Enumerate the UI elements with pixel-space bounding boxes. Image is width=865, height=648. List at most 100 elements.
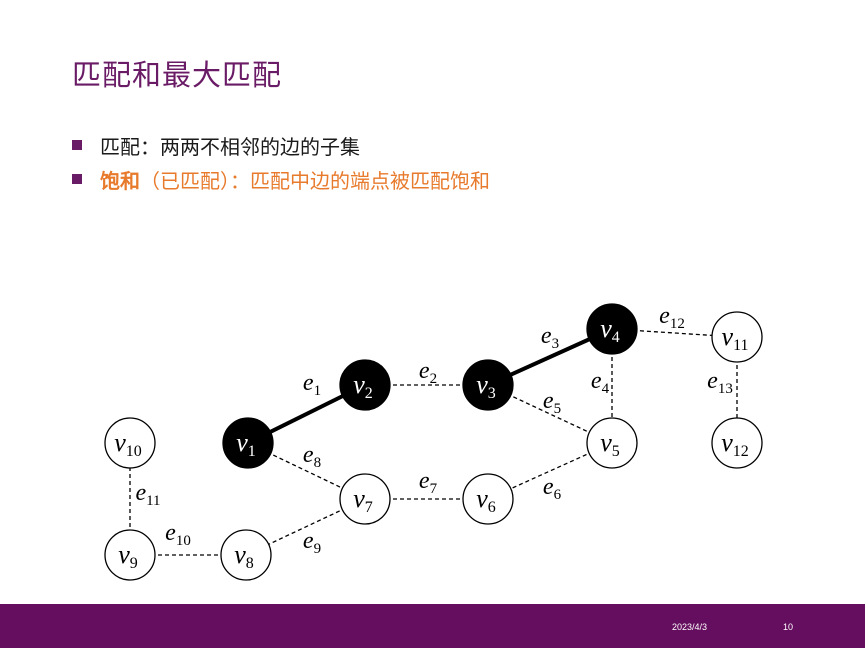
edge-label-base: e — [591, 368, 602, 394]
vertex-v10: v10 — [104, 417, 156, 469]
edge-label-e3: e3 — [541, 323, 559, 352]
bullet-saturated: 饱和 （已匹配）：匹配中边的端点被匹配饱和 — [72, 162, 490, 196]
vertex-label: v5 — [600, 428, 620, 460]
edge-label-e2: e2 — [419, 358, 437, 387]
edge-label-sub: 10 — [176, 533, 191, 549]
footer-bar: 2023/4/3 10 — [0, 604, 865, 648]
vertex-circle — [586, 303, 638, 355]
vertex-v2: v2 — [339, 359, 391, 411]
vertex-v8: v8 — [220, 529, 272, 581]
bullet-square-icon — [72, 174, 82, 184]
vertex-label: v4 — [600, 314, 620, 346]
vertex-v3: v3 — [462, 359, 514, 411]
vertex-label-base: v — [118, 540, 130, 569]
vertex-circle — [586, 417, 638, 469]
vertex-label-base: v — [114, 428, 126, 457]
edge-label-sub: 13 — [718, 381, 733, 397]
vertex-circle — [104, 529, 156, 581]
bullet-list: 匹配：两两不相邻的边的子集 饱和 （已匹配）：匹配中边的端点被匹配饱和 — [72, 128, 490, 196]
vertex-v12: v12 — [711, 417, 763, 469]
vertex-label-sub: 10 — [126, 443, 142, 460]
edge-label-e6: e6 — [543, 474, 562, 503]
vertex-circle — [339, 473, 391, 525]
vertex-label: v10 — [114, 428, 142, 460]
edge-label-sub: 6 — [554, 487, 562, 503]
edge-label-sub: 5 — [554, 401, 562, 417]
vertex-label-base: v — [722, 322, 734, 351]
edge-label-e10: e10 — [165, 520, 191, 549]
vertex-circle — [104, 417, 156, 469]
vertex-v1: v1 — [222, 417, 274, 469]
vertex-label-sub: 4 — [612, 329, 620, 346]
edge-label-base: e — [541, 323, 552, 349]
vertex-label-sub: 3 — [488, 385, 496, 402]
vertex-label-sub: 8 — [246, 555, 254, 572]
vertex-v6: v6 — [462, 473, 514, 525]
vertex-circle — [339, 359, 391, 411]
vertex-label-sub: 11 — [733, 337, 748, 354]
edge-label-sub: 11 — [146, 493, 160, 509]
bullet-bold-term: 饱和 — [100, 168, 140, 193]
edge-label-sub: 4 — [602, 381, 610, 397]
bullet-matching: 匹配：两两不相邻的边的子集 — [72, 128, 490, 162]
page-title: 匹配和最大匹配 — [72, 58, 283, 92]
vertex-circle — [462, 473, 514, 525]
footer-date: 2023/4/3 — [672, 622, 708, 632]
vertex-label-base: v — [353, 484, 365, 513]
vertex-circle — [220, 529, 272, 581]
edge-label-base: e — [303, 442, 314, 468]
edge-label-e8: e8 — [303, 442, 321, 471]
vertex-label-base: v — [236, 428, 248, 457]
edge-label-sub: 2 — [430, 371, 438, 387]
vertex-label: v8 — [234, 540, 254, 572]
vertex-label-sub: 5 — [612, 443, 620, 460]
edge-label-base: e — [659, 303, 670, 329]
edge-label-sub: 12 — [670, 316, 685, 332]
edge-label-sub: 3 — [552, 336, 560, 352]
edge-label-e7: e7 — [419, 468, 438, 497]
vertex-label-sub: 6 — [488, 499, 496, 516]
edge-label-e4: e4 — [591, 368, 610, 397]
vertex-label: v9 — [118, 540, 138, 572]
edge-label-base: e — [303, 528, 314, 554]
edge-label-base: e — [543, 474, 554, 500]
vertex-label: v1 — [236, 428, 256, 460]
edge-label-sub: 1 — [314, 383, 322, 399]
edge-label-e11: e11 — [135, 480, 160, 509]
vertex-circle — [222, 417, 274, 469]
vertex-v7: v7 — [339, 473, 391, 525]
edge-label-base: e — [303, 370, 314, 396]
vertex-v4: v4 — [586, 303, 638, 355]
edge-label-sub: 9 — [314, 541, 322, 557]
vertex-label-base: v — [476, 484, 488, 513]
edge-label-e1: e1 — [303, 370, 321, 399]
vertex-circle — [462, 359, 514, 411]
edge-label-e9: e9 — [303, 528, 321, 557]
edge-label-sub: 8 — [314, 455, 322, 471]
vertex-label-base: v — [600, 314, 612, 343]
vertex-v9: v9 — [104, 529, 156, 581]
vertex-label-sub: 2 — [365, 385, 373, 402]
bullet-text: （已匹配）：匹配中边的端点被匹配饱和 — [140, 168, 490, 193]
vertex-circle — [711, 417, 763, 469]
vertex-label-sub: 12 — [733, 443, 749, 460]
edge-label-base: e — [135, 480, 146, 506]
vertex-label-base: v — [234, 540, 246, 569]
vertex-label: v2 — [353, 370, 373, 402]
vertex-label-sub: 9 — [130, 555, 138, 572]
bullet-text: 匹配：两两不相邻的边的子集 — [100, 134, 360, 159]
vertex-label: v7 — [353, 484, 373, 516]
edge-label-e13: e13 — [707, 368, 733, 397]
vertex-label-base: v — [353, 370, 365, 399]
vertex-v11: v11 — [711, 311, 763, 363]
edge-label-base: e — [419, 468, 430, 494]
vertex-label: v3 — [476, 370, 496, 402]
vertex-label-sub: 1 — [248, 443, 256, 460]
vertex-label: v6 — [476, 484, 496, 516]
footer-page-number: 10 — [783, 622, 794, 632]
edge-label-e5: e5 — [543, 388, 561, 417]
vertex-label-base: v — [721, 428, 733, 457]
vertex-label-base: v — [476, 370, 488, 399]
